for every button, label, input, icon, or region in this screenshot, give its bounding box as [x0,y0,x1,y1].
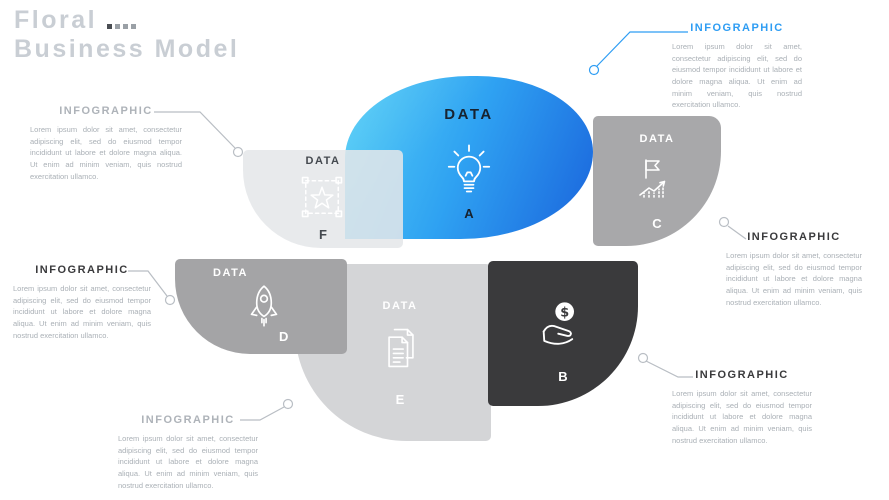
page-title: Floral Business Model [14,6,239,63]
petal-e-letter: E [395,392,405,407]
lightbulb-icon [447,144,491,193]
petal-d-letter: D [279,329,289,344]
petal-a-letter: A [464,206,474,221]
callout-c: INFOGRAPHIC Lorem ipsum dolor sit amet, … [726,231,862,308]
flag-growth-icon [639,159,666,198]
callout-e-body: Lorem ipsum dolor sit amet, consectetur … [118,434,258,490]
petal-b: $ B [488,261,638,406]
connector-f-dot [232,146,244,158]
callout-f: INFOGRAPHIC Lorem ipsum dolor sit amet, … [30,105,182,182]
connector-b-dot [637,352,649,364]
petal-d: DATA D [175,259,347,354]
callout-b-body: Lorem ipsum dolor sit amet, consectetur … [672,389,812,445]
callout-b-heading: INFOGRAPHIC [695,369,789,381]
rocket-icon [250,285,278,327]
petal-a-label: DATA [444,106,494,123]
callout-c-body: Lorem ipsum dolor sit amet, consectetur … [726,251,862,307]
petal-e-label: DATA [382,300,418,312]
connector-d-dot [164,294,176,306]
petal-f-letter: F [319,227,327,242]
callout-e-heading: INFOGRAPHIC [141,414,235,426]
documents-icon [388,328,414,368]
title-line-1: Floral [14,6,98,34]
petal-c-label: DATA [639,133,675,145]
petal-c: DATA C [593,116,721,246]
callout-f-heading: INFOGRAPHIC [59,105,153,117]
connector-e-dot [282,398,294,410]
callout-d-body: Lorem ipsum dolor sit amet, consectetur … [13,284,151,340]
petal-c-letter: C [652,216,662,231]
callout-a-heading: INFOGRAPHIC [690,22,784,34]
petal-f: DATA F [243,150,403,248]
callout-d-heading: INFOGRAPHIC [35,264,129,276]
petal-d-label: DATA [213,267,248,279]
callout-a: INFOGRAPHIC Lorem ipsum dolor sit amet, … [672,22,802,111]
callout-c-heading: INFOGRAPHIC [747,231,841,243]
connector-a-dot [588,64,600,76]
callout-d: INFOGRAPHIC Lorem ipsum dolor sit amet, … [13,264,151,341]
star-selection-icon [301,176,343,218]
petal-b-letter: B [558,369,568,384]
petal-f-label: DATA [305,155,341,167]
callout-b: INFOGRAPHIC Lorem ipsum dolor sit amet, … [672,369,812,446]
title-line-2: Business Model [14,35,240,64]
callout-e: INFOGRAPHIC Lorem ipsum dolor sit amet, … [118,414,258,491]
svg-text:$: $ [560,305,569,320]
hand-coin-icon: $ [542,302,574,345]
callout-f-body: Lorem ipsum dolor sit amet, consectetur … [30,125,182,181]
title-decoration-squares [107,7,139,35]
callout-a-body: Lorem ipsum dolor sit amet, consectetur … [672,42,802,110]
